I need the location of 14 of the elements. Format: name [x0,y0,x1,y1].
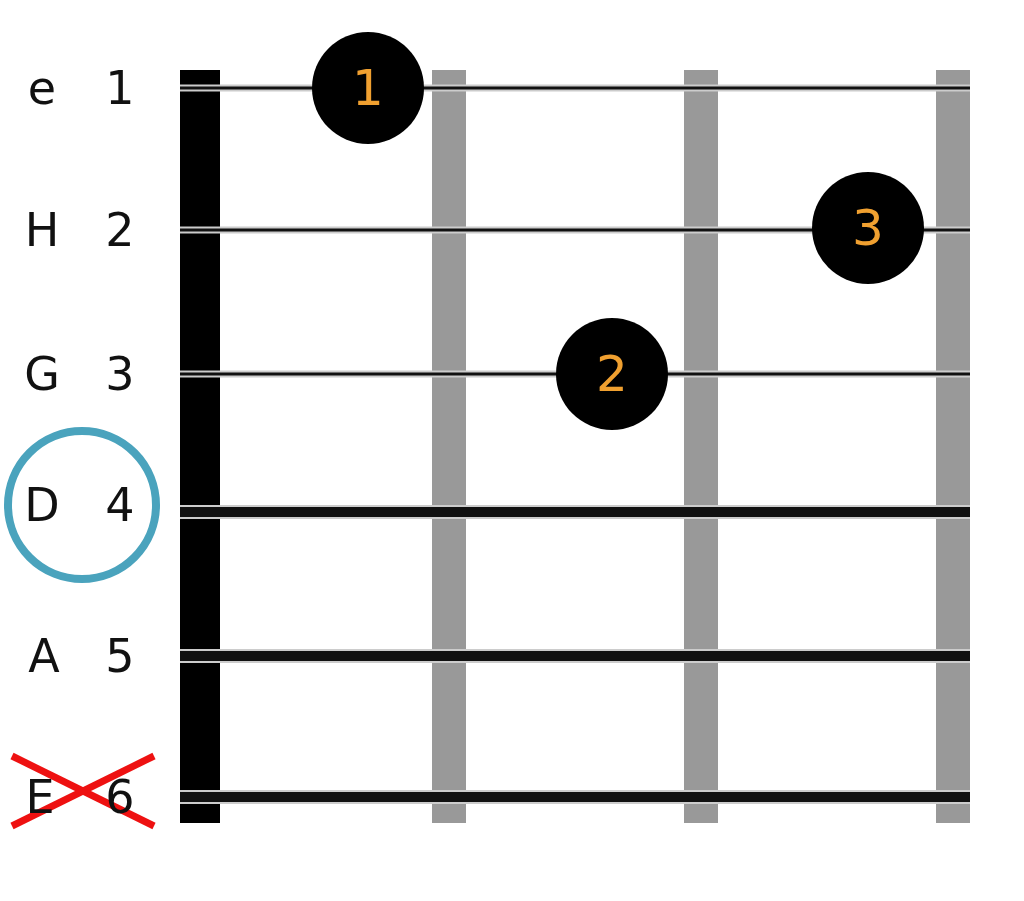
string-number: 5 [105,633,135,679]
string-name: G [24,351,60,397]
finger-number: 2 [596,349,628,399]
string-number: 3 [105,351,135,397]
string-name: e [27,65,57,111]
open-string-circle [4,427,160,583]
string-name: A [28,633,60,679]
string-number: 2 [105,207,135,253]
string-number: 1 [105,65,135,111]
string-name: D [24,482,60,528]
finger-number: 1 [352,63,384,113]
finger-number: 3 [852,203,884,253]
string-number: 4 [105,482,135,528]
string-name: H [24,207,60,253]
